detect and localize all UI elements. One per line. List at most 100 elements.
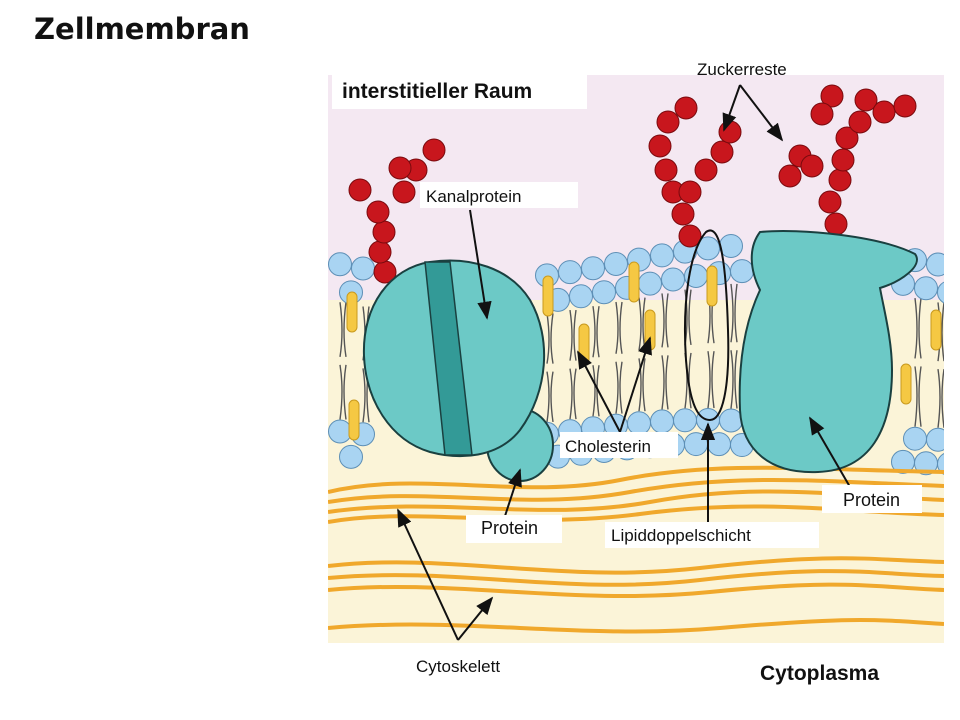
lipid-tail [661, 293, 669, 348]
sugar-bead [656, 110, 680, 134]
lipid-head [328, 419, 352, 444]
label-channel-protein: Kanalprotein [426, 187, 521, 206]
lipid-head [604, 251, 628, 276]
lipid-head [684, 432, 708, 457]
lipid-tail [730, 283, 738, 343]
sugar-bead [818, 190, 842, 214]
lipid-head [638, 271, 662, 296]
lipid-tail [339, 364, 347, 420]
sugar-bead [422, 138, 446, 162]
sugar-bead [654, 158, 678, 182]
lipid-head [707, 432, 731, 457]
lipid-tail [615, 361, 623, 414]
lipid-tail [661, 355, 669, 410]
sugar-bead [824, 212, 848, 236]
arrow-protein-right [809, 416, 851, 488]
sugar-bead [828, 168, 852, 192]
lipid-tail [730, 350, 738, 409]
sugar-bead [388, 156, 412, 180]
lipid-tail [914, 366, 922, 427]
sugar-bead [694, 158, 718, 182]
lipid-tail [546, 371, 554, 423]
sugar-bead [648, 134, 672, 158]
sugar-bead [718, 120, 742, 144]
sugar-bead [810, 102, 834, 126]
sugar-bead [671, 202, 695, 226]
sugar-bead [372, 220, 396, 244]
page-title: Zellmembran [34, 12, 250, 46]
lipid-head [581, 256, 605, 281]
arrow-protein-left [504, 468, 522, 517]
label-bg-channel [420, 182, 578, 208]
lipid-tail [592, 306, 600, 358]
label-cytoplasm: Cytoplasma [760, 662, 879, 685]
lipid-head [627, 411, 651, 436]
label-bg-interstitial [332, 75, 587, 109]
sugar-bead [392, 180, 416, 204]
arrow-cholesterol-2 [619, 336, 652, 433]
label-cholesterol: Cholesterin [565, 437, 651, 456]
label-bg-protein-right [822, 485, 922, 513]
lipid-tail [937, 369, 944, 428]
lipid-head [937, 453, 944, 475]
lipid-head [719, 408, 743, 433]
lipid-head [926, 427, 944, 452]
lipid-head [730, 259, 754, 284]
lipid-head [558, 260, 582, 285]
lipid-head [328, 252, 352, 277]
sugar-bead [678, 180, 702, 204]
lipid-head [903, 426, 927, 451]
lipid-tail [546, 313, 554, 364]
cholesterol-molecule [706, 265, 718, 307]
sugar-bead [893, 94, 917, 118]
label-protein-right: Protein [843, 490, 900, 510]
lipid-head [351, 256, 375, 281]
sugar-bead [366, 200, 390, 224]
label-bg-protein-left [466, 515, 562, 543]
label-bg-bilayer [605, 522, 819, 548]
cholesterol-molecule [900, 363, 912, 405]
sugar-bead [831, 148, 855, 172]
lipid-tail [707, 351, 715, 409]
sugar-bead [835, 126, 859, 150]
lipid-head [569, 284, 593, 309]
lipid-head [592, 280, 616, 305]
bilayer-loop [683, 229, 730, 422]
label-bg-cholesterol [560, 432, 678, 458]
arrow-sugar-1 [722, 84, 741, 132]
cholesterol-molecule [348, 399, 360, 441]
lipid-head [673, 408, 697, 433]
lipid-head [914, 276, 938, 301]
sugar-bead [674, 96, 698, 120]
sugar-bead [820, 84, 844, 108]
arrow-cytoskeleton-2 [457, 596, 494, 641]
lipid-head [650, 243, 674, 268]
membrane-panel [328, 75, 944, 643]
lipid-head [661, 267, 685, 292]
lipid-head [937, 281, 944, 304]
cholesterol-molecule [930, 309, 942, 351]
channel-protein [362, 259, 554, 482]
cholesterol-molecule [644, 309, 656, 351]
lipid-tail [615, 301, 623, 354]
lipid-head [926, 252, 944, 277]
sugar-bead [710, 140, 734, 164]
arrow-cytoskeleton-1 [397, 508, 459, 641]
sugar-bead [778, 164, 802, 188]
sugar-bead [800, 154, 824, 178]
sugar-bead [368, 240, 392, 264]
arrow-sugar-2 [739, 84, 784, 142]
cholesterol-molecule [542, 275, 554, 317]
sugar-bead [848, 110, 872, 134]
arrow-channel-protein [469, 209, 492, 320]
label-cytoskeleton: Cytoskelett [416, 657, 500, 676]
sugar-bead [678, 224, 702, 248]
lipid-tail [569, 309, 577, 361]
lipid-tail [569, 368, 577, 420]
cholesterol-molecule [346, 291, 358, 333]
lipid-tail [914, 298, 922, 359]
lipid-head [650, 409, 674, 434]
arrow-cholesterol-1 [577, 350, 621, 433]
transmembrane-protein-right [738, 229, 918, 474]
